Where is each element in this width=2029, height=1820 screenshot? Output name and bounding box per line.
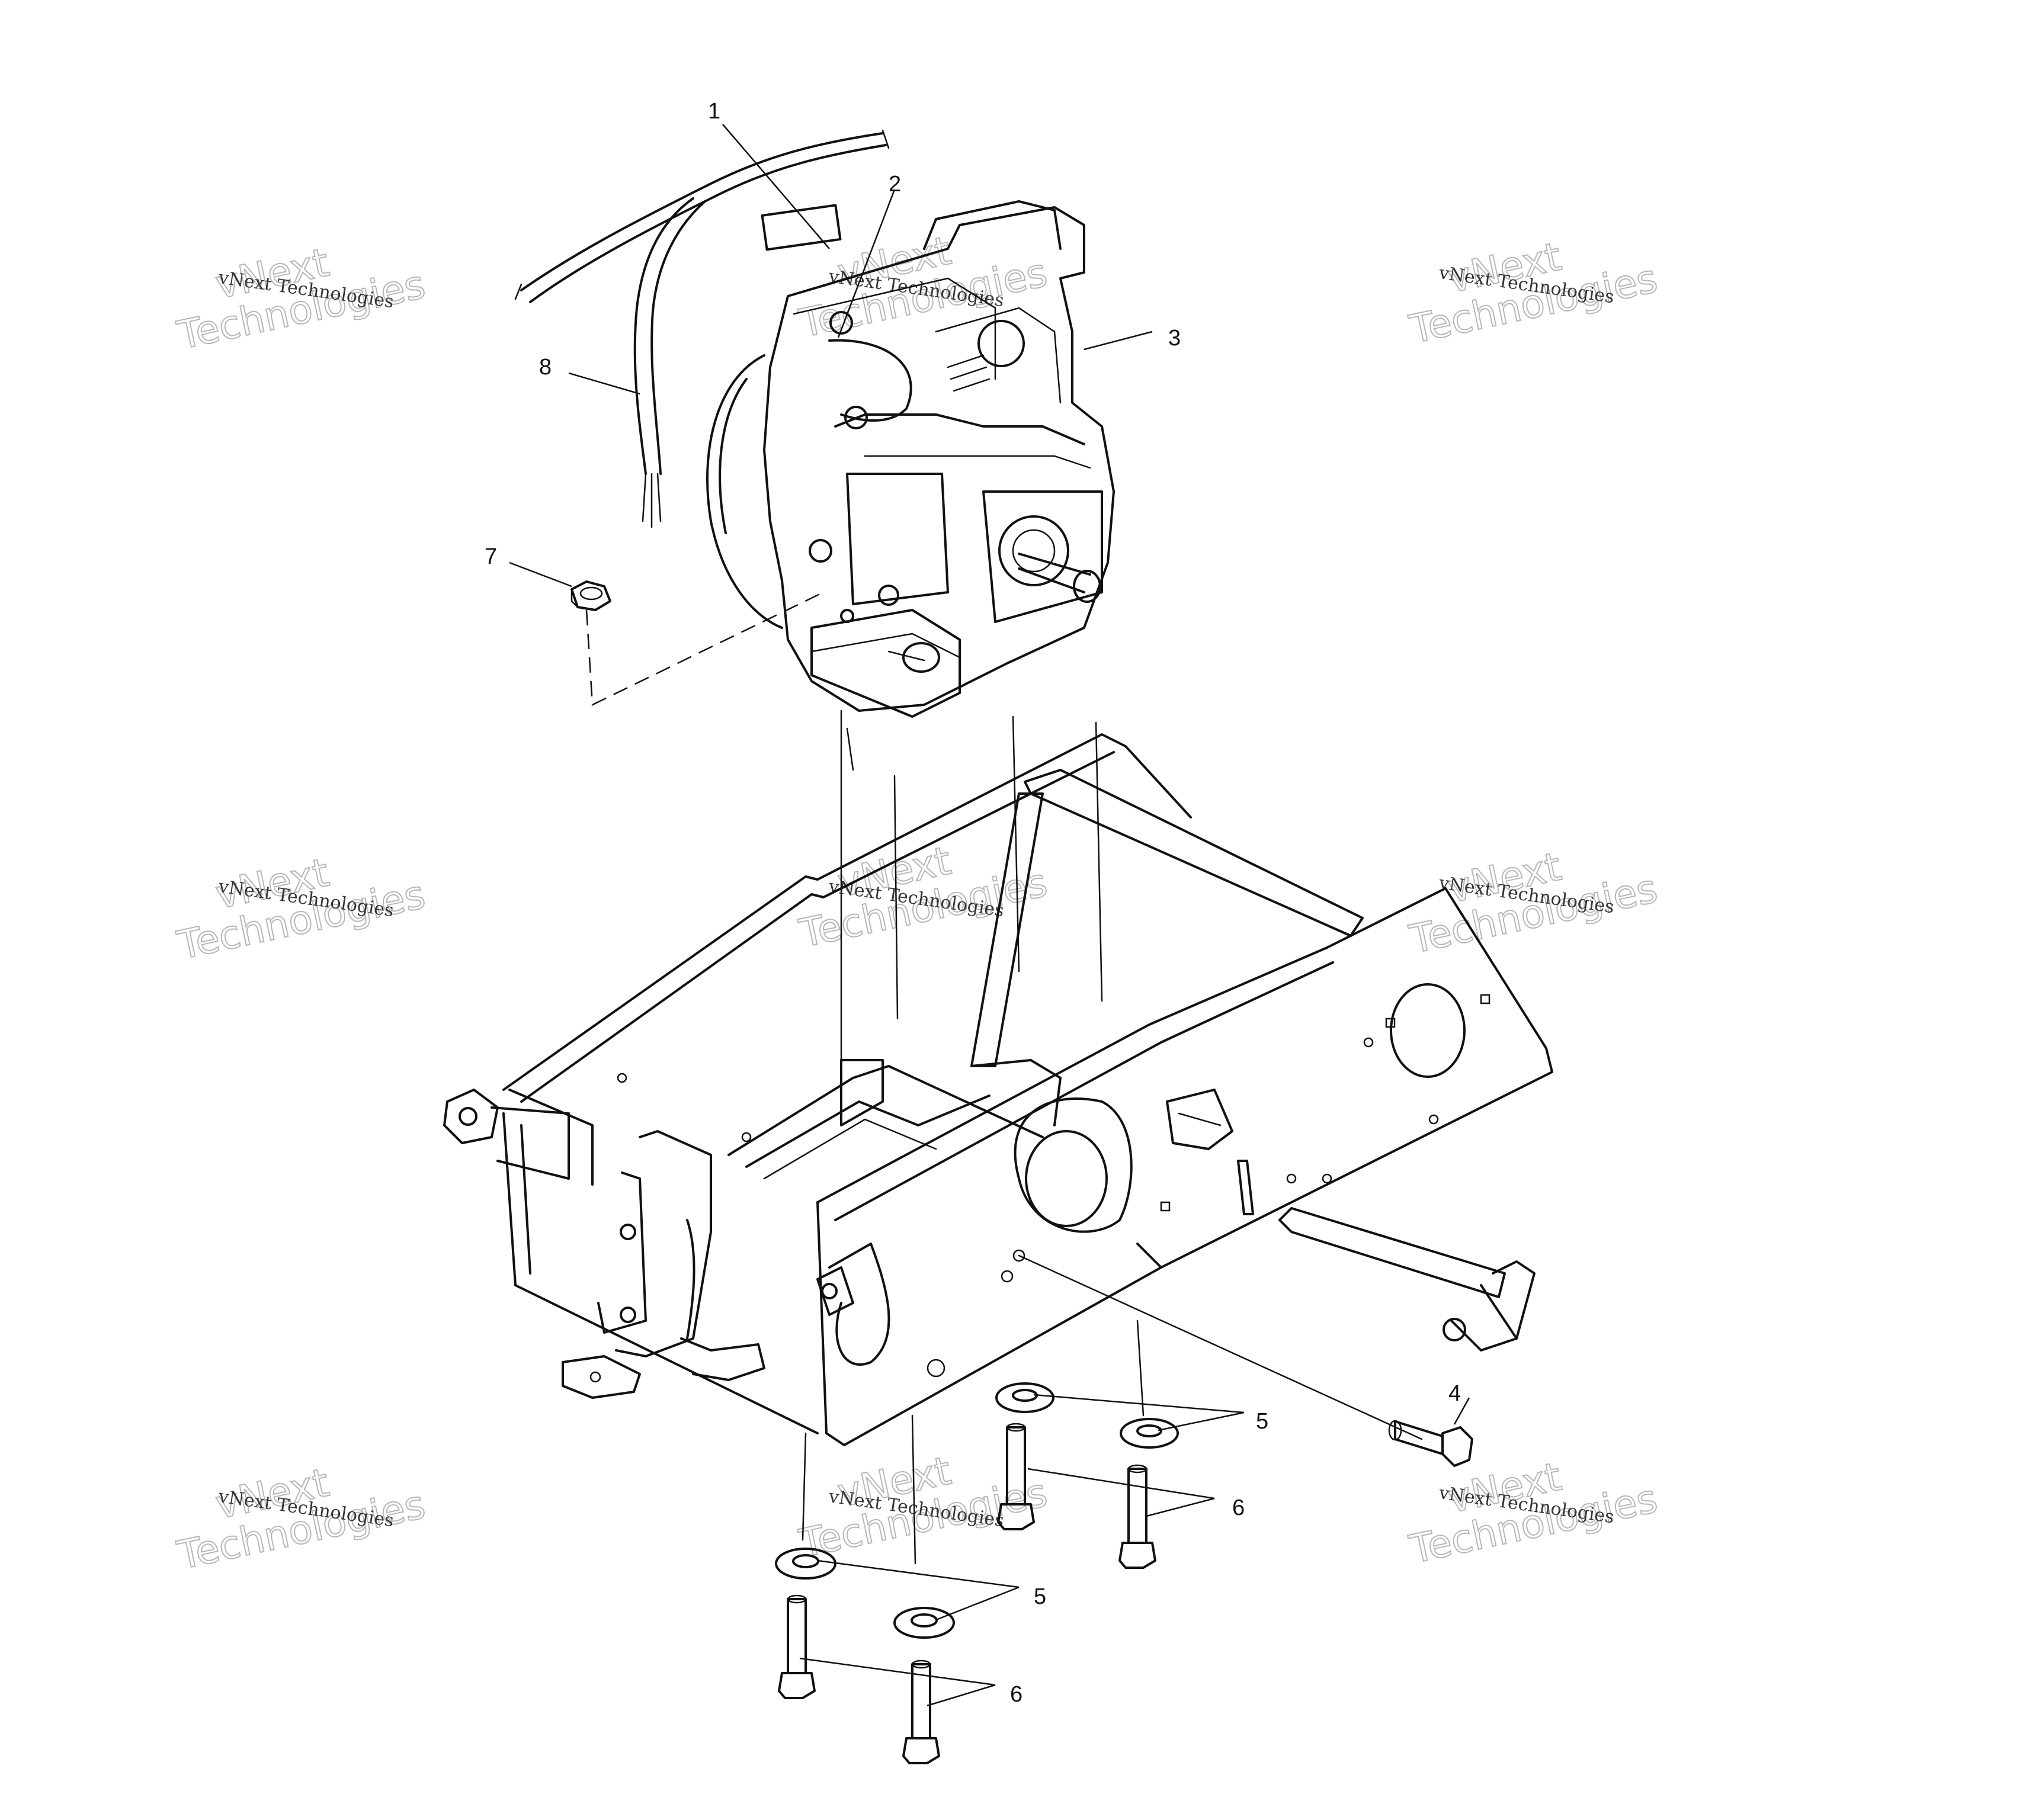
watermark: vNext Technologies [795, 1447, 1052, 1567]
callout-2: 2 [889, 172, 901, 197]
callout-6a: 6 [1232, 1495, 1245, 1520]
watermark: vNext Technologies [795, 227, 1052, 347]
flange-nut[interactable] [570, 580, 611, 611]
hex-bolt[interactable] [778, 1594, 816, 1699]
hex-bolt[interactable] [997, 1423, 1035, 1530]
callout-5a: 5 [1256, 1409, 1268, 1434]
callout-6b: 6 [1010, 1682, 1022, 1707]
engine[interactable] [706, 200, 1115, 718]
washer[interactable] [995, 1382, 1054, 1413]
decal[interactable] [761, 204, 842, 251]
callout-3: 3 [1168, 326, 1181, 351]
washer[interactable] [893, 1607, 955, 1639]
callout-1: 1 [708, 99, 720, 124]
callout-labels: 1 2 3 4 5 5 6 6 7 8 [485, 99, 1461, 1707]
callout-8: 8 [539, 355, 552, 380]
washer[interactable] [1120, 1418, 1179, 1449]
leader-lines [509, 124, 1470, 1707]
callout-5b: 5 [1034, 1584, 1046, 1609]
callout-7: 7 [485, 544, 497, 569]
hex-bolt[interactable] [902, 1659, 940, 1764]
wire-harness[interactable] [514, 129, 890, 528]
callout-4: 4 [1448, 1381, 1461, 1406]
frame[interactable] [443, 733, 1553, 1446]
hex-bolt-horizontal[interactable] [1388, 1420, 1473, 1467]
assembly-lines [585, 591, 1423, 1565]
hex-bolt[interactable] [1118, 1464, 1156, 1569]
